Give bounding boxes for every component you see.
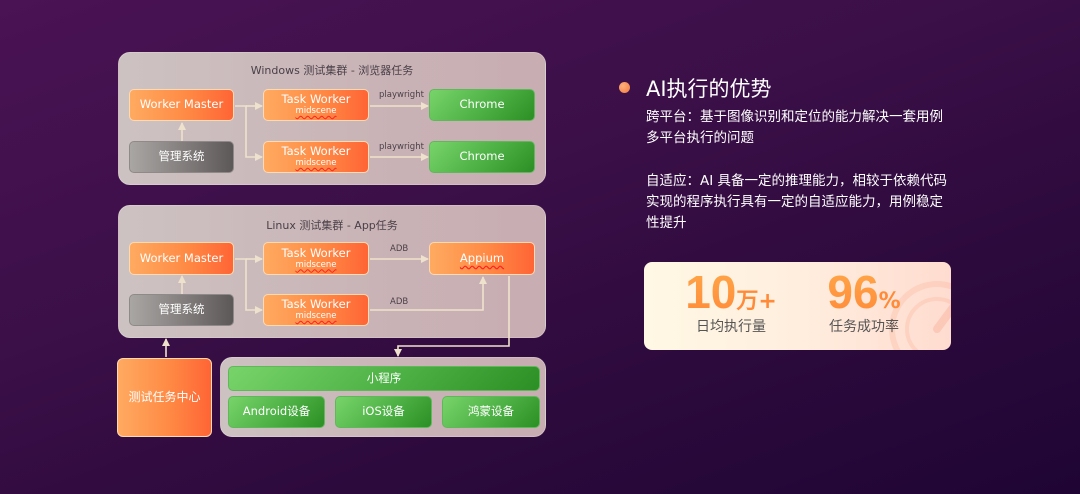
harmony-device-label: 鸿蒙设备 (468, 404, 514, 419)
speedometer-icon (889, 281, 951, 350)
stats-card: 10万+ 日均执行量 96% 任务成功率 (644, 262, 951, 350)
chrome-node-1: Chrome (429, 89, 535, 121)
task-center-node: 测试任务中心 (117, 358, 212, 437)
ios-device-label: iOS设备 (362, 404, 405, 419)
windows-worker-master-label: Worker Master (139, 97, 224, 112)
android-device-node: Android设备 (228, 396, 325, 428)
edge-label-adb-1: ADB (390, 244, 409, 254)
stat-label: 日均执行量 (696, 319, 766, 335)
windows-worker-master: Worker Master (129, 89, 234, 121)
stat-value: 10 (685, 266, 737, 318)
stat-unit: 万+ (736, 289, 777, 314)
android-device-label: Android设备 (242, 404, 311, 419)
task-worker-label: Task Worker (281, 92, 351, 106)
mini-program-node: 小程序 (228, 366, 540, 391)
edge-label-playwright-2: playwright (379, 142, 424, 152)
windows-admin-system: 管理系统 (129, 141, 234, 173)
bullet-dot-icon (619, 82, 630, 93)
linux-admin-system: 管理系统 (129, 294, 234, 326)
windows-admin-system-label: 管理系统 (158, 149, 205, 164)
linux-task-worker-2: Task Worker midscene (263, 294, 369, 326)
task-center-label: 测试任务中心 (128, 389, 201, 404)
windows-task-worker-2: Task Worker midscene (263, 141, 369, 173)
task-worker-sub: midscene (295, 311, 337, 322)
appium-label: Appium (459, 250, 505, 265)
stat-unit: % (878, 289, 901, 314)
advantage-adaptive: 自适应：AI 具备一定的推理能力，相较于依赖代码实现的程序执行具有一定的自适应能… (646, 173, 948, 231)
stat-label: 任务成功率 (829, 319, 899, 335)
advantages-title: AI执行的优势 (646, 77, 772, 101)
task-worker-sub: midscene (295, 158, 337, 169)
linux-cluster-title: Linux 测试集群 - App任务 (266, 219, 398, 232)
task-worker-sub: midscene (295, 259, 337, 270)
linux-worker-master-label: Worker Master (139, 250, 224, 265)
chrome-node-2: Chrome (429, 141, 535, 173)
mini-program-label: 小程序 (366, 370, 402, 385)
stat-value: 96 (827, 266, 879, 318)
windows-cluster-title: Windows 测试集群 - 浏览器任务 (250, 64, 414, 77)
task-worker-label: Task Worker (281, 245, 351, 260)
linux-worker-master: Worker Master (129, 242, 234, 275)
task-worker-label: Task Worker (281, 144, 351, 158)
ios-device-node: iOS设备 (335, 396, 432, 428)
linux-admin-system-label: 管理系统 (158, 302, 205, 317)
harmony-device-node: 鸿蒙设备 (442, 396, 540, 428)
stat-success-rate: 96% 任务成功率 (804, 266, 924, 336)
chrome-label: Chrome (459, 97, 505, 112)
chrome-label: Chrome (459, 149, 505, 164)
task-worker-label: Task Worker (281, 297, 351, 311)
windows-task-worker-1: Task Worker midscene (263, 89, 369, 121)
edge-label-playwright-1: playwright (379, 90, 424, 100)
advantage-cross-platform: 跨平台：基于图像识别和定位的能力解决一套用例多平台执行的问题 (646, 109, 943, 146)
appium-node: Appium (429, 242, 535, 275)
edge-label-adb-2: ADB (390, 297, 409, 307)
stat-daily-executions: 10万+ 日均执行量 (666, 266, 796, 336)
linux-task-worker-1: Task Worker midscene (263, 242, 369, 275)
task-worker-sub: midscene (295, 106, 337, 117)
